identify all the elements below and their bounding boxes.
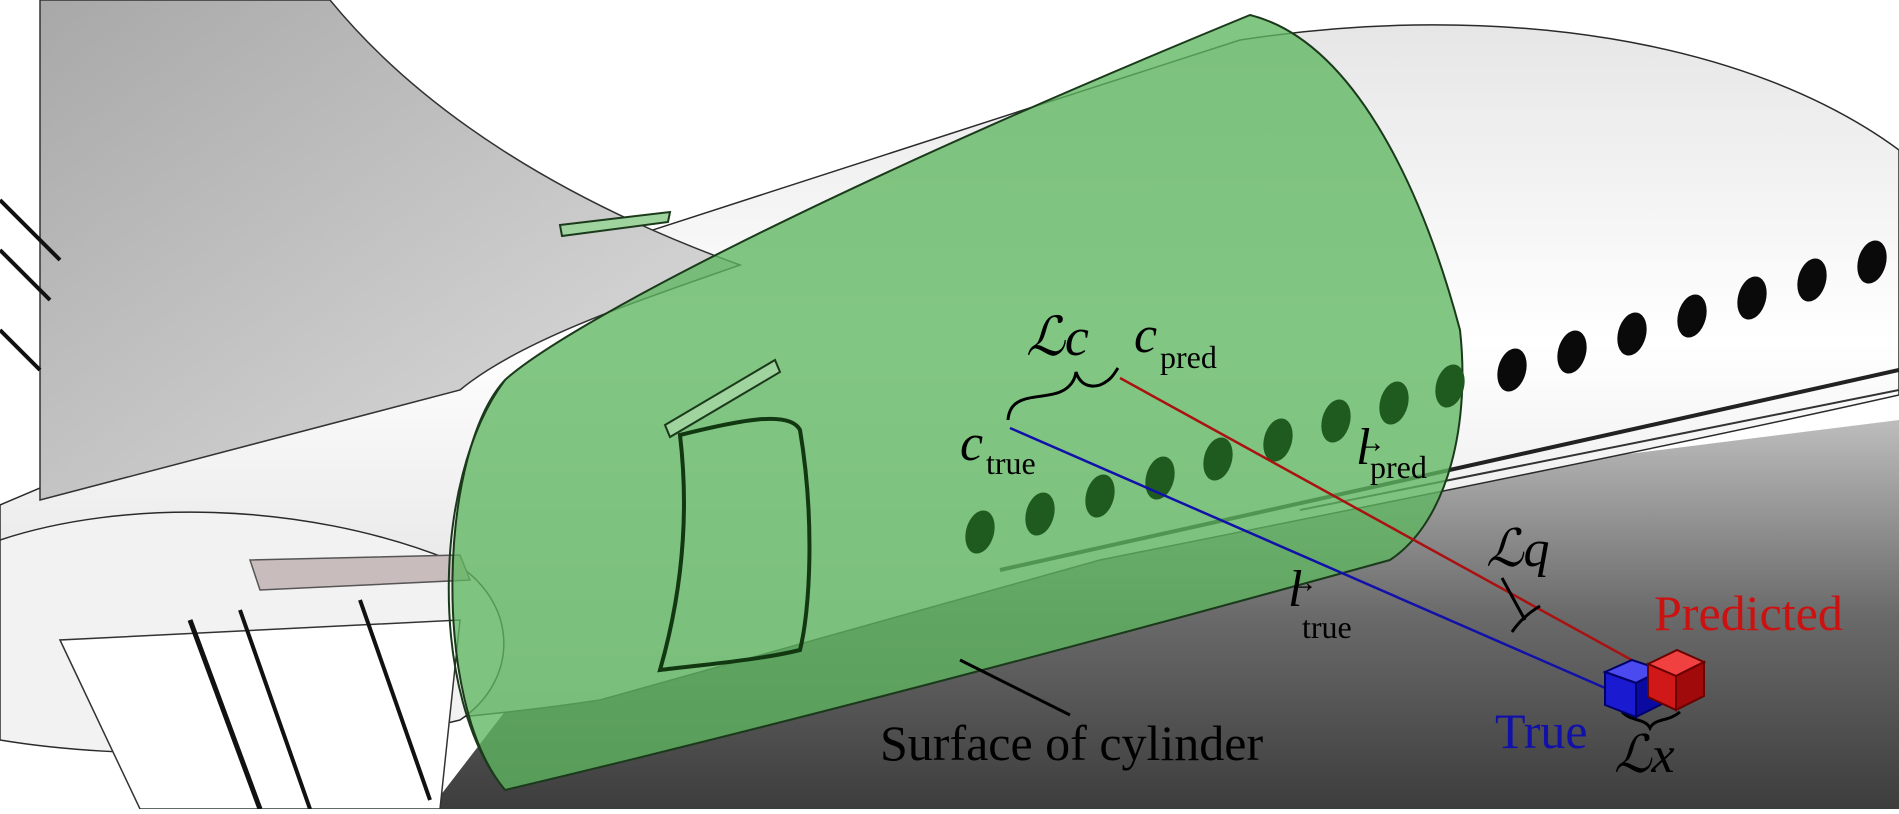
window	[1025, 492, 1055, 536]
window	[1797, 258, 1827, 302]
left-strut-2	[0, 248, 52, 302]
window	[1085, 474, 1115, 518]
left-strut-3	[0, 328, 42, 372]
l-pred-sub: pred	[1370, 449, 1427, 485]
loss-position-text: ℒx	[1614, 727, 1675, 784]
loss-orientation-text: ℒq	[1486, 521, 1549, 578]
window	[1435, 364, 1465, 408]
gear-strut-1	[187, 619, 263, 810]
gear-strut-3	[358, 599, 432, 801]
predicted-label: Predicted	[1654, 585, 1843, 641]
window	[1857, 240, 1887, 284]
orientation-loss-arc	[1510, 604, 1541, 633]
predicted-camera-cube	[1645, 648, 1707, 712]
predicted-direction-line	[1119, 376, 1669, 682]
l-pred-base: l	[1356, 419, 1370, 476]
cylinder-near-edge	[447, 379, 506, 791]
position-loss-brace	[1620, 710, 1681, 732]
l-true-label: → l true	[1288, 561, 1352, 645]
l-true-sub: true	[1302, 609, 1352, 645]
surface-of-cylinder-label: Surface of cylinder	[880, 715, 1264, 771]
predicted-cube-right	[1675, 660, 1705, 712]
left-strut-1	[0, 198, 62, 262]
gear-strut-2	[238, 609, 312, 810]
l-true-base: l	[1288, 561, 1302, 618]
cylinder-windows	[965, 364, 1465, 554]
window	[1677, 294, 1707, 338]
window	[1203, 437, 1233, 481]
orientation-loss-leader	[1500, 577, 1527, 621]
fuselage-windows	[1497, 240, 1887, 392]
c-true-sub: true	[986, 445, 1036, 481]
vent-slot	[558, 210, 672, 238]
door-outline	[657, 416, 812, 673]
c-pred-base: c	[1134, 307, 1157, 364]
c-pred-label: c pred	[1134, 307, 1217, 375]
window	[1497, 348, 1527, 392]
window	[965, 510, 995, 554]
window	[1557, 330, 1587, 374]
door-handle	[663, 358, 782, 439]
l-pred-label: → l pred	[1356, 419, 1427, 485]
l-pred-arrow: →	[1356, 426, 1386, 459]
loss-center-label: ℒc	[1026, 307, 1089, 367]
window	[1617, 312, 1647, 356]
loss-orientation-label: ℒq	[1486, 521, 1549, 578]
window	[1379, 381, 1409, 425]
loss-center-text: ℒc	[1026, 307, 1089, 367]
window	[1145, 456, 1175, 500]
window	[1737, 276, 1767, 320]
center-loss-brace	[1006, 367, 1120, 421]
window	[1263, 418, 1293, 462]
true-direction-line	[1009, 426, 1629, 700]
surface-label-leader	[959, 658, 1071, 717]
c-true-base: c	[960, 415, 983, 472]
true-label: True	[1495, 703, 1588, 759]
loss-position-label: ℒx	[1614, 727, 1675, 784]
c-true-label: c true	[960, 415, 1036, 481]
c-pred-sub: pred	[1160, 339, 1217, 375]
l-true-arrow: →	[1288, 566, 1318, 599]
window	[1321, 399, 1351, 443]
